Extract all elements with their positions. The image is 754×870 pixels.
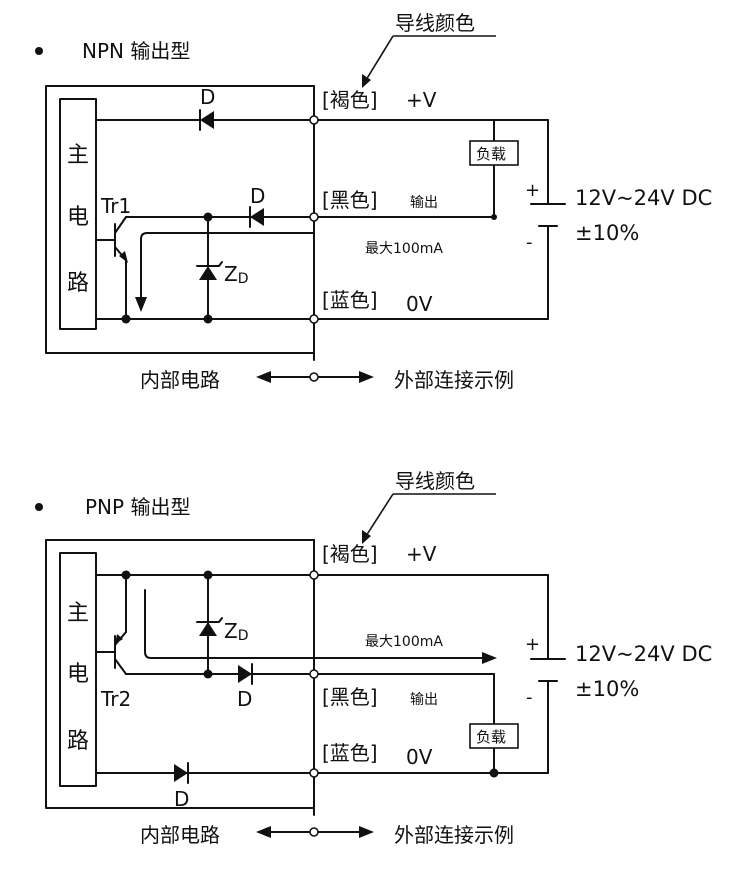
npn-diode-mid: [250, 208, 264, 226]
npn-diagram: NPN 输出型 导线颜色 主 电 路 D D Tr1: [35, 11, 712, 392]
pnp-diode-bottom-label: D: [174, 787, 189, 811]
npn-max-current: 最大100mA: [365, 241, 443, 257]
pnp-zener-label: ZD: [224, 619, 248, 644]
npn-transistor-label: Tr1: [100, 194, 131, 218]
npn-main-circuit-char-2: 电: [67, 205, 89, 230]
npn-diode-top-label: D: [200, 85, 215, 109]
pnp-main-circuit-char-3: 路: [67, 729, 89, 754]
npn-zener: [199, 266, 217, 280]
npn-wire-color-label: 导线颜色: [395, 11, 475, 35]
npn-output-label: 输出: [410, 195, 438, 211]
npn-diode-mid-label: D: [250, 184, 265, 208]
npn-bullet: [35, 47, 43, 55]
pnp-transistor-label: Tr2: [100, 687, 131, 711]
npn-diode-top: [200, 111, 214, 129]
pnp-diode-mid-label: D: [237, 687, 252, 711]
pnp-diode-mid: [238, 665, 252, 683]
npn-main-circuit-char-3: 路: [67, 271, 89, 296]
npn-zener-label: ZD: [224, 262, 248, 287]
pnp-diagram: PNP 输出型 导线颜色 主 电 路 Tr2 D ZD: [35, 469, 712, 847]
pnp-wire-color-label: 导线颜色: [395, 469, 475, 493]
pnp-wire-color-pointer: [365, 493, 394, 537]
pnp-black-label: [黑色]: [322, 685, 378, 709]
pnp-title: PNP 输出型: [85, 495, 190, 519]
npn-plus-v-label: +V: [406, 88, 437, 112]
npn-wire-color-pointer: [365, 35, 394, 81]
pnp-blue-label: [蓝色]: [322, 741, 378, 765]
pnp-load-box: [469, 723, 519, 749]
npn-load-box: [469, 140, 519, 166]
npn-main-circuit-char-1: 主: [67, 143, 89, 168]
pnp-plus-v-label: +V: [406, 542, 437, 566]
pnp-max-current: 最大100mA: [365, 634, 443, 650]
pnp-internal-label: 内部电路: [140, 823, 220, 847]
pnp-internal-box: [45, 539, 315, 809]
npn-external-label: 外部连接示例: [394, 368, 514, 392]
npn-internal-label: 内部电路: [140, 368, 220, 392]
npn-minus-sign: -: [526, 232, 533, 253]
pnp-zener: [199, 622, 217, 636]
pnp-main-circuit-char-2: 电: [67, 662, 89, 687]
pnp-supply-label: 12V~24V DC: [575, 642, 712, 666]
npn-title: NPN 输出型: [82, 39, 190, 63]
npn-zero-v-label: 0V: [406, 292, 433, 316]
pnp-brown-label: [褐色]: [322, 542, 378, 566]
npn-black-label: [黑色]: [322, 188, 378, 212]
pnp-bullet: [35, 503, 43, 511]
pnp-diode-bottom: [174, 764, 188, 782]
pnp-plus-sign: +: [525, 634, 540, 655]
pnp-tolerance-label: ±10%: [575, 677, 639, 701]
npn-main-circuit-box: [59, 98, 97, 330]
npn-plus-sign: +: [525, 180, 540, 201]
pnp-main-circuit-char-1: 主: [67, 601, 89, 626]
npn-blue-label: [蓝色]: [322, 288, 378, 312]
pnp-output-label: 输出: [410, 692, 438, 708]
pnp-main-circuit-box: [59, 552, 97, 787]
npn-tolerance-label: ±10%: [575, 221, 639, 245]
pnp-minus-sign: -: [526, 687, 533, 708]
npn-supply-label: 12V~24V DC: [575, 186, 712, 210]
npn-brown-label: [褐色]: [322, 88, 378, 112]
pnp-zero-v-label: 0V: [406, 745, 433, 769]
pnp-load-label: 负载: [476, 728, 506, 746]
npn-internal-box: [45, 85, 315, 354]
npn-load-label: 负载: [476, 145, 506, 163]
pnp-external-label: 外部连接示例: [394, 823, 514, 847]
